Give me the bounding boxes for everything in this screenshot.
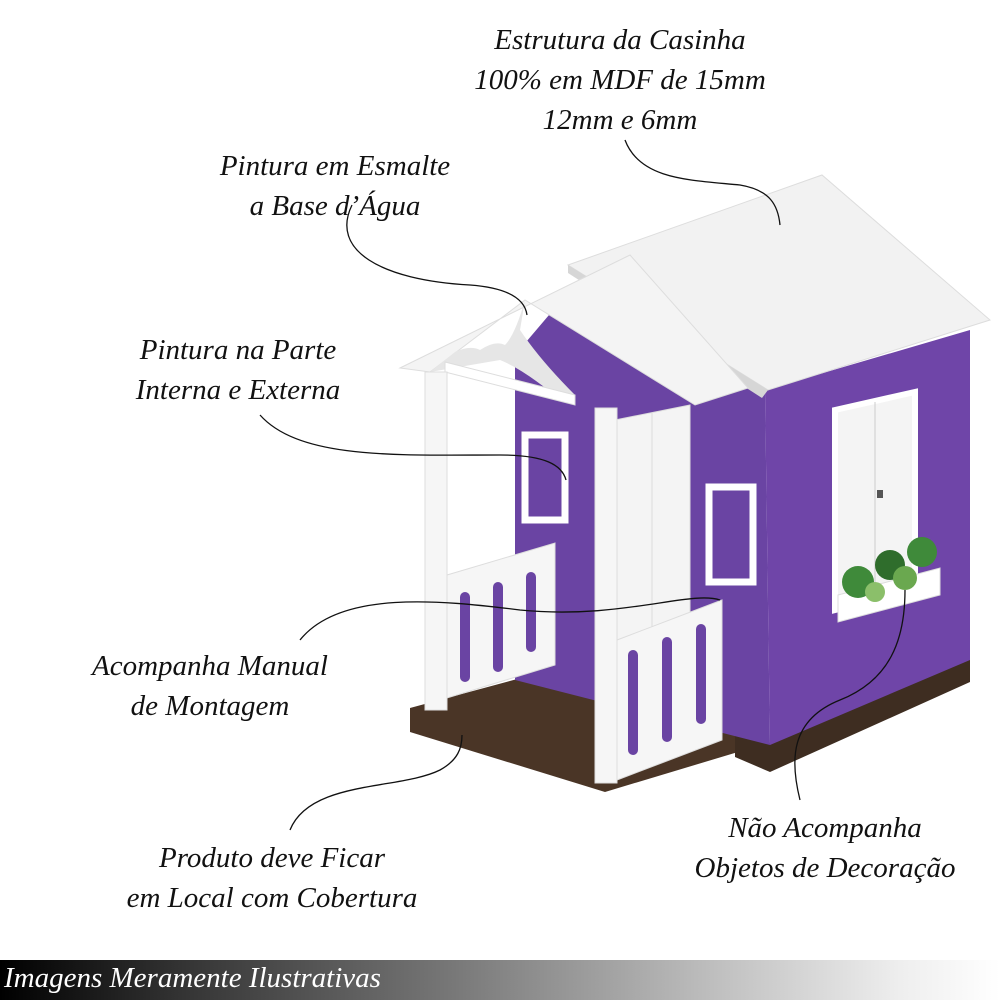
leader-decoration	[794, 589, 906, 801]
annotation-inside-outside: Pintura na Parte Interna e Externa	[136, 330, 341, 410]
porch-beam	[444, 361, 576, 406]
annotation-structure: Estrutura da Casinha 100% em MDF de 15mm…	[474, 20, 766, 140]
annotation-line: de Montagem	[130, 690, 290, 722]
left-column	[424, 371, 448, 711]
leader-inside	[259, 414, 567, 481]
leader-covered	[289, 734, 463, 831]
annotation-line: Acompanha Manual	[92, 650, 328, 682]
right-column	[594, 407, 618, 784]
leader-paint	[346, 204, 528, 316]
annotation-paint: Pintura em Esmalte a Base d’Água	[220, 146, 450, 226]
annotation-line: Objetos de Decoração	[694, 852, 956, 884]
annotation-line: 12mm e 6mm	[542, 104, 698, 136]
annotation-line: em Local com Cobertura	[126, 882, 418, 914]
leader-structure	[624, 139, 781, 226]
leader-lines	[259, 139, 906, 831]
annotation-line: Não Acompanha	[728, 812, 922, 844]
annotation-decoration: Não Acompanha Objetos de Decoração	[695, 808, 956, 888]
annotation-line: Pintura na Parte	[139, 334, 337, 366]
leader-manual	[299, 597, 721, 641]
annotation-manual: Acompanha Manual de Montagem	[92, 646, 328, 726]
porch-fascia	[430, 300, 575, 400]
annotation-line: Pintura em Esmalte	[219, 150, 451, 182]
annotation-line: Estrutura da Casinha	[494, 24, 746, 56]
annotation-line: Produto deve Ficar	[158, 842, 386, 874]
annotation-line: Interna e Externa	[135, 374, 341, 406]
front-window-right	[705, 483, 757, 586]
plants	[842, 537, 937, 602]
annotation-covered: Produto deve Ficar em Local com Cobertur…	[127, 838, 418, 918]
footer-disclaimer: Imagens Meramente Ilustrativas	[4, 962, 381, 994]
annotation-line: a Base d’Água	[249, 190, 421, 222]
footer-bar: Imagens Meramente Ilustrativas	[0, 960, 1000, 1000]
annotation-line: 100% em MDF de 15mm	[474, 64, 766, 96]
playhouse-illustration	[259, 139, 992, 831]
